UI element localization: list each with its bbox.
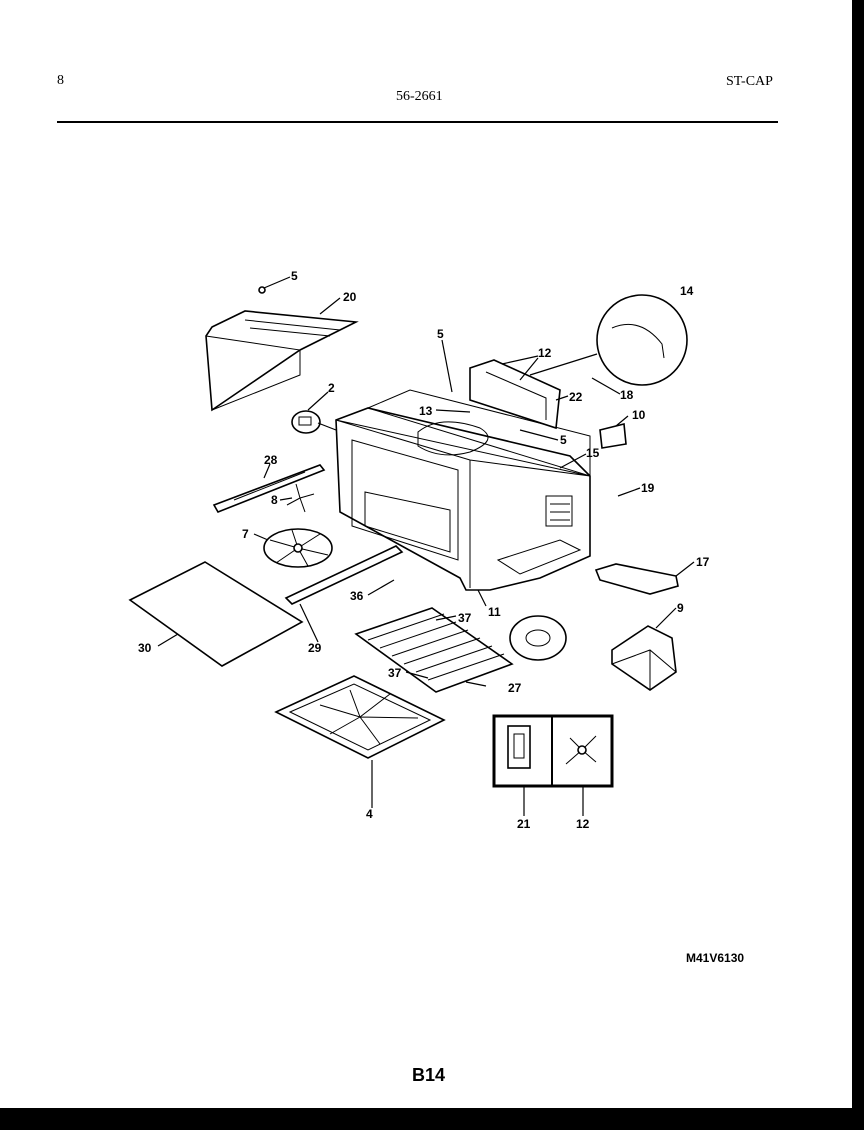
callout-label: 5	[291, 269, 298, 283]
part-9	[611, 625, 677, 691]
part-fan	[263, 528, 333, 568]
header-model-code: ST-CAP	[726, 74, 773, 89]
callout-label: 9	[677, 601, 684, 615]
callout-label: 37	[388, 666, 402, 680]
callout-label: 22	[569, 390, 583, 404]
part-17	[594, 563, 679, 595]
callout-label: 30	[138, 641, 152, 655]
part-2-detail	[291, 410, 321, 434]
callout-label: 4	[366, 807, 373, 821]
callout-label: 19	[641, 481, 655, 495]
callout-label: 5	[560, 433, 567, 447]
part-cavity	[335, 389, 591, 591]
part-tray	[274, 675, 446, 759]
callout-label: 37	[458, 611, 472, 625]
callout-label: 2	[328, 381, 335, 395]
header-rule	[57, 121, 778, 123]
callout-label: 12	[538, 346, 552, 360]
callout-label: 14	[680, 284, 694, 298]
part-bar	[212, 464, 326, 513]
callout-label: 7	[242, 527, 249, 541]
callout-label: 36	[350, 589, 364, 603]
callout-label: 8	[271, 493, 278, 507]
part-rack	[354, 607, 514, 693]
callout-label: 27	[508, 681, 522, 695]
part-10	[599, 422, 627, 449]
part-top-cover	[205, 286, 359, 412]
callout-label: 11	[488, 605, 501, 619]
callout-label: 5	[437, 327, 444, 341]
callout-label: 28	[264, 453, 278, 467]
callout-label: 15	[586, 446, 600, 460]
inset-parts-box	[492, 714, 614, 788]
header-left-number: 8	[57, 73, 64, 88]
callout-label: 13	[419, 404, 433, 418]
callout-label: 20	[343, 290, 357, 304]
part-14-detail	[529, 294, 688, 386]
callout-label: 10	[632, 408, 646, 422]
leader-lines	[157, 276, 695, 816]
diagram-code: M41V6130	[686, 951, 745, 965]
header-model-number: 56-2661	[396, 89, 443, 104]
callout-label: 18	[620, 388, 634, 402]
callout-label: 17	[696, 555, 710, 569]
parts-diagram-page: 8 56-2661 ST-CAP	[0, 0, 852, 1108]
part-panel	[128, 561, 304, 667]
callout-label: 12	[576, 817, 590, 831]
callout-label: 29	[308, 641, 322, 655]
part-small-blade	[286, 483, 315, 513]
callout-labels: 5 20 2 28 8 7 30 29 36 11 37 27 37 4 5 1…	[138, 269, 710, 831]
part-bracket	[469, 359, 561, 430]
part-rack-clip-detail	[509, 615, 567, 661]
callout-label: 21	[517, 817, 531, 831]
part-rod	[284, 545, 404, 605]
page-number: B14	[412, 1065, 446, 1085]
exploded-view-diagram: 5 20 2 28 8 7 30 29 36 11 37 27 37 4 5 1…	[128, 269, 710, 831]
